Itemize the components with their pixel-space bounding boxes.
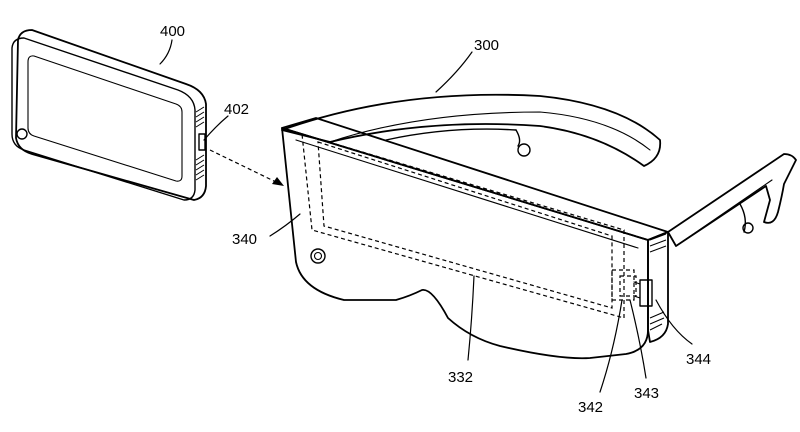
phone-port	[198, 133, 206, 151]
holder-part	[611, 269, 635, 301]
side-hatch	[649, 233, 667, 331]
insertion-arrow	[209, 149, 284, 186]
label-side-part: 344	[686, 351, 711, 368]
headset	[281, 93, 797, 360]
smartphone	[11, 29, 207, 201]
label-front-frame: 340	[232, 231, 257, 248]
label-phone: 400	[160, 23, 185, 40]
front-camera-icon	[310, 248, 326, 264]
right-earbud-icon	[742, 222, 754, 234]
label-holder: 342	[578, 399, 603, 416]
label-headset: 300	[474, 37, 499, 54]
label-lens-area: 332	[448, 369, 473, 386]
leader-lines	[159, 39, 693, 393]
label-connector: 343	[634, 385, 659, 402]
phone-speaker-hatch	[195, 106, 205, 181]
left-earbud-icon	[517, 143, 531, 157]
label-phone-port: 402	[224, 101, 249, 118]
connector-part	[639, 279, 653, 307]
reference-labels: 400 402 300 340 332 342 343 344	[160, 23, 711, 416]
home-button-icon	[16, 128, 28, 140]
